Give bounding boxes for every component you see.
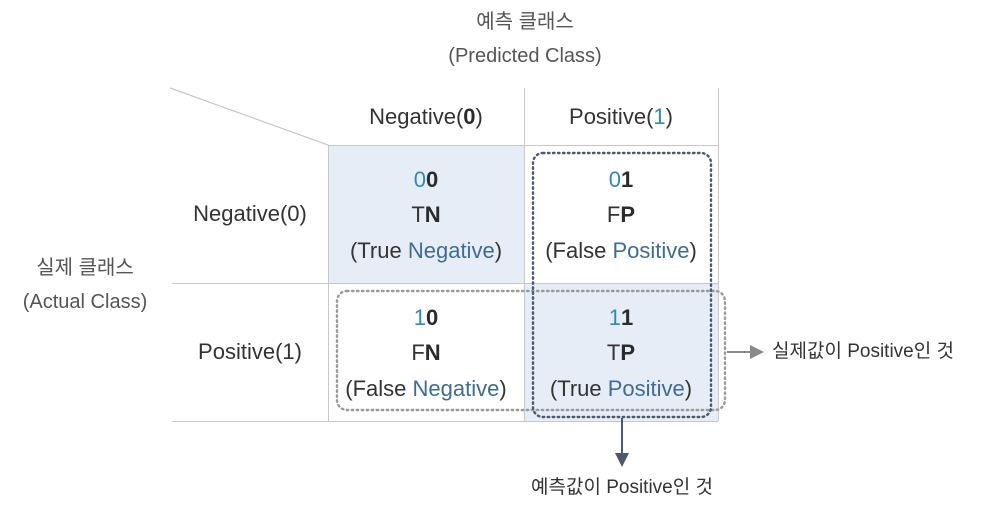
predicted-positive-dotted-box [531,151,713,419]
right-arrow-icon [750,345,764,359]
cell-false-positive: 01 FP (False Positive) [524,145,718,283]
predicted-class-title-en: (Predicted Class) [448,45,602,67]
column-header-negative: Negative(0) [369,104,483,129]
cell-fn-code: 10 [413,305,439,330]
grid-line-center [524,88,525,421]
predicted-positive-annotation: 예측값이 Positive인 것 [531,477,713,498]
column-header-positive: Positive(1) [569,104,673,129]
cell-fn-desc: (False Negative) [345,376,507,401]
grid-line-left [328,145,329,421]
actual-positive-dotted-box [335,289,727,412]
row-header-negative: Negative(0) [193,201,307,226]
cell-tp-code: 11 [608,305,634,330]
corner-diagonal-line [169,87,329,146]
cell-fp-code: 01 [608,167,634,192]
grid-line-bottom [172,421,718,422]
actual-positive-annotation: 실제값이 Positive인 것 [772,341,954,362]
predicted-class-title-ko: 예측 클래스 [476,11,574,33]
cell-tn-desc: (True Negative) [349,238,503,263]
cell-tn-code: 00 [413,167,439,192]
grid-line-header-bottom [328,145,718,146]
cell-true-negative: 00 TN (True Negative) [328,145,524,283]
grid-line-middle [172,283,718,284]
actual-class-title-ko: 실제 클래스 [36,257,134,279]
row-header-positive: Positive(1) [198,339,302,364]
cell-true-positive: 11 TP (True Positive) [524,283,718,421]
cell-fp-desc: (False Positive) [545,238,697,263]
cell-false-negative: 10 FN (False Negative) [328,283,524,421]
down-arrow-icon [615,453,629,467]
cell-tp-background [524,283,718,421]
cell-tn-background [328,145,524,283]
cell-tp-abbr: TP [606,340,636,365]
actual-class-title-en: (Actual Class) [22,291,148,313]
grid-line-right [718,88,719,421]
cell-tp-desc: (True Positive) [549,376,693,401]
cell-fp-abbr: FP [606,202,636,227]
cell-fn-abbr: FN [411,340,441,365]
cell-tn-abbr: TN [411,202,441,227]
